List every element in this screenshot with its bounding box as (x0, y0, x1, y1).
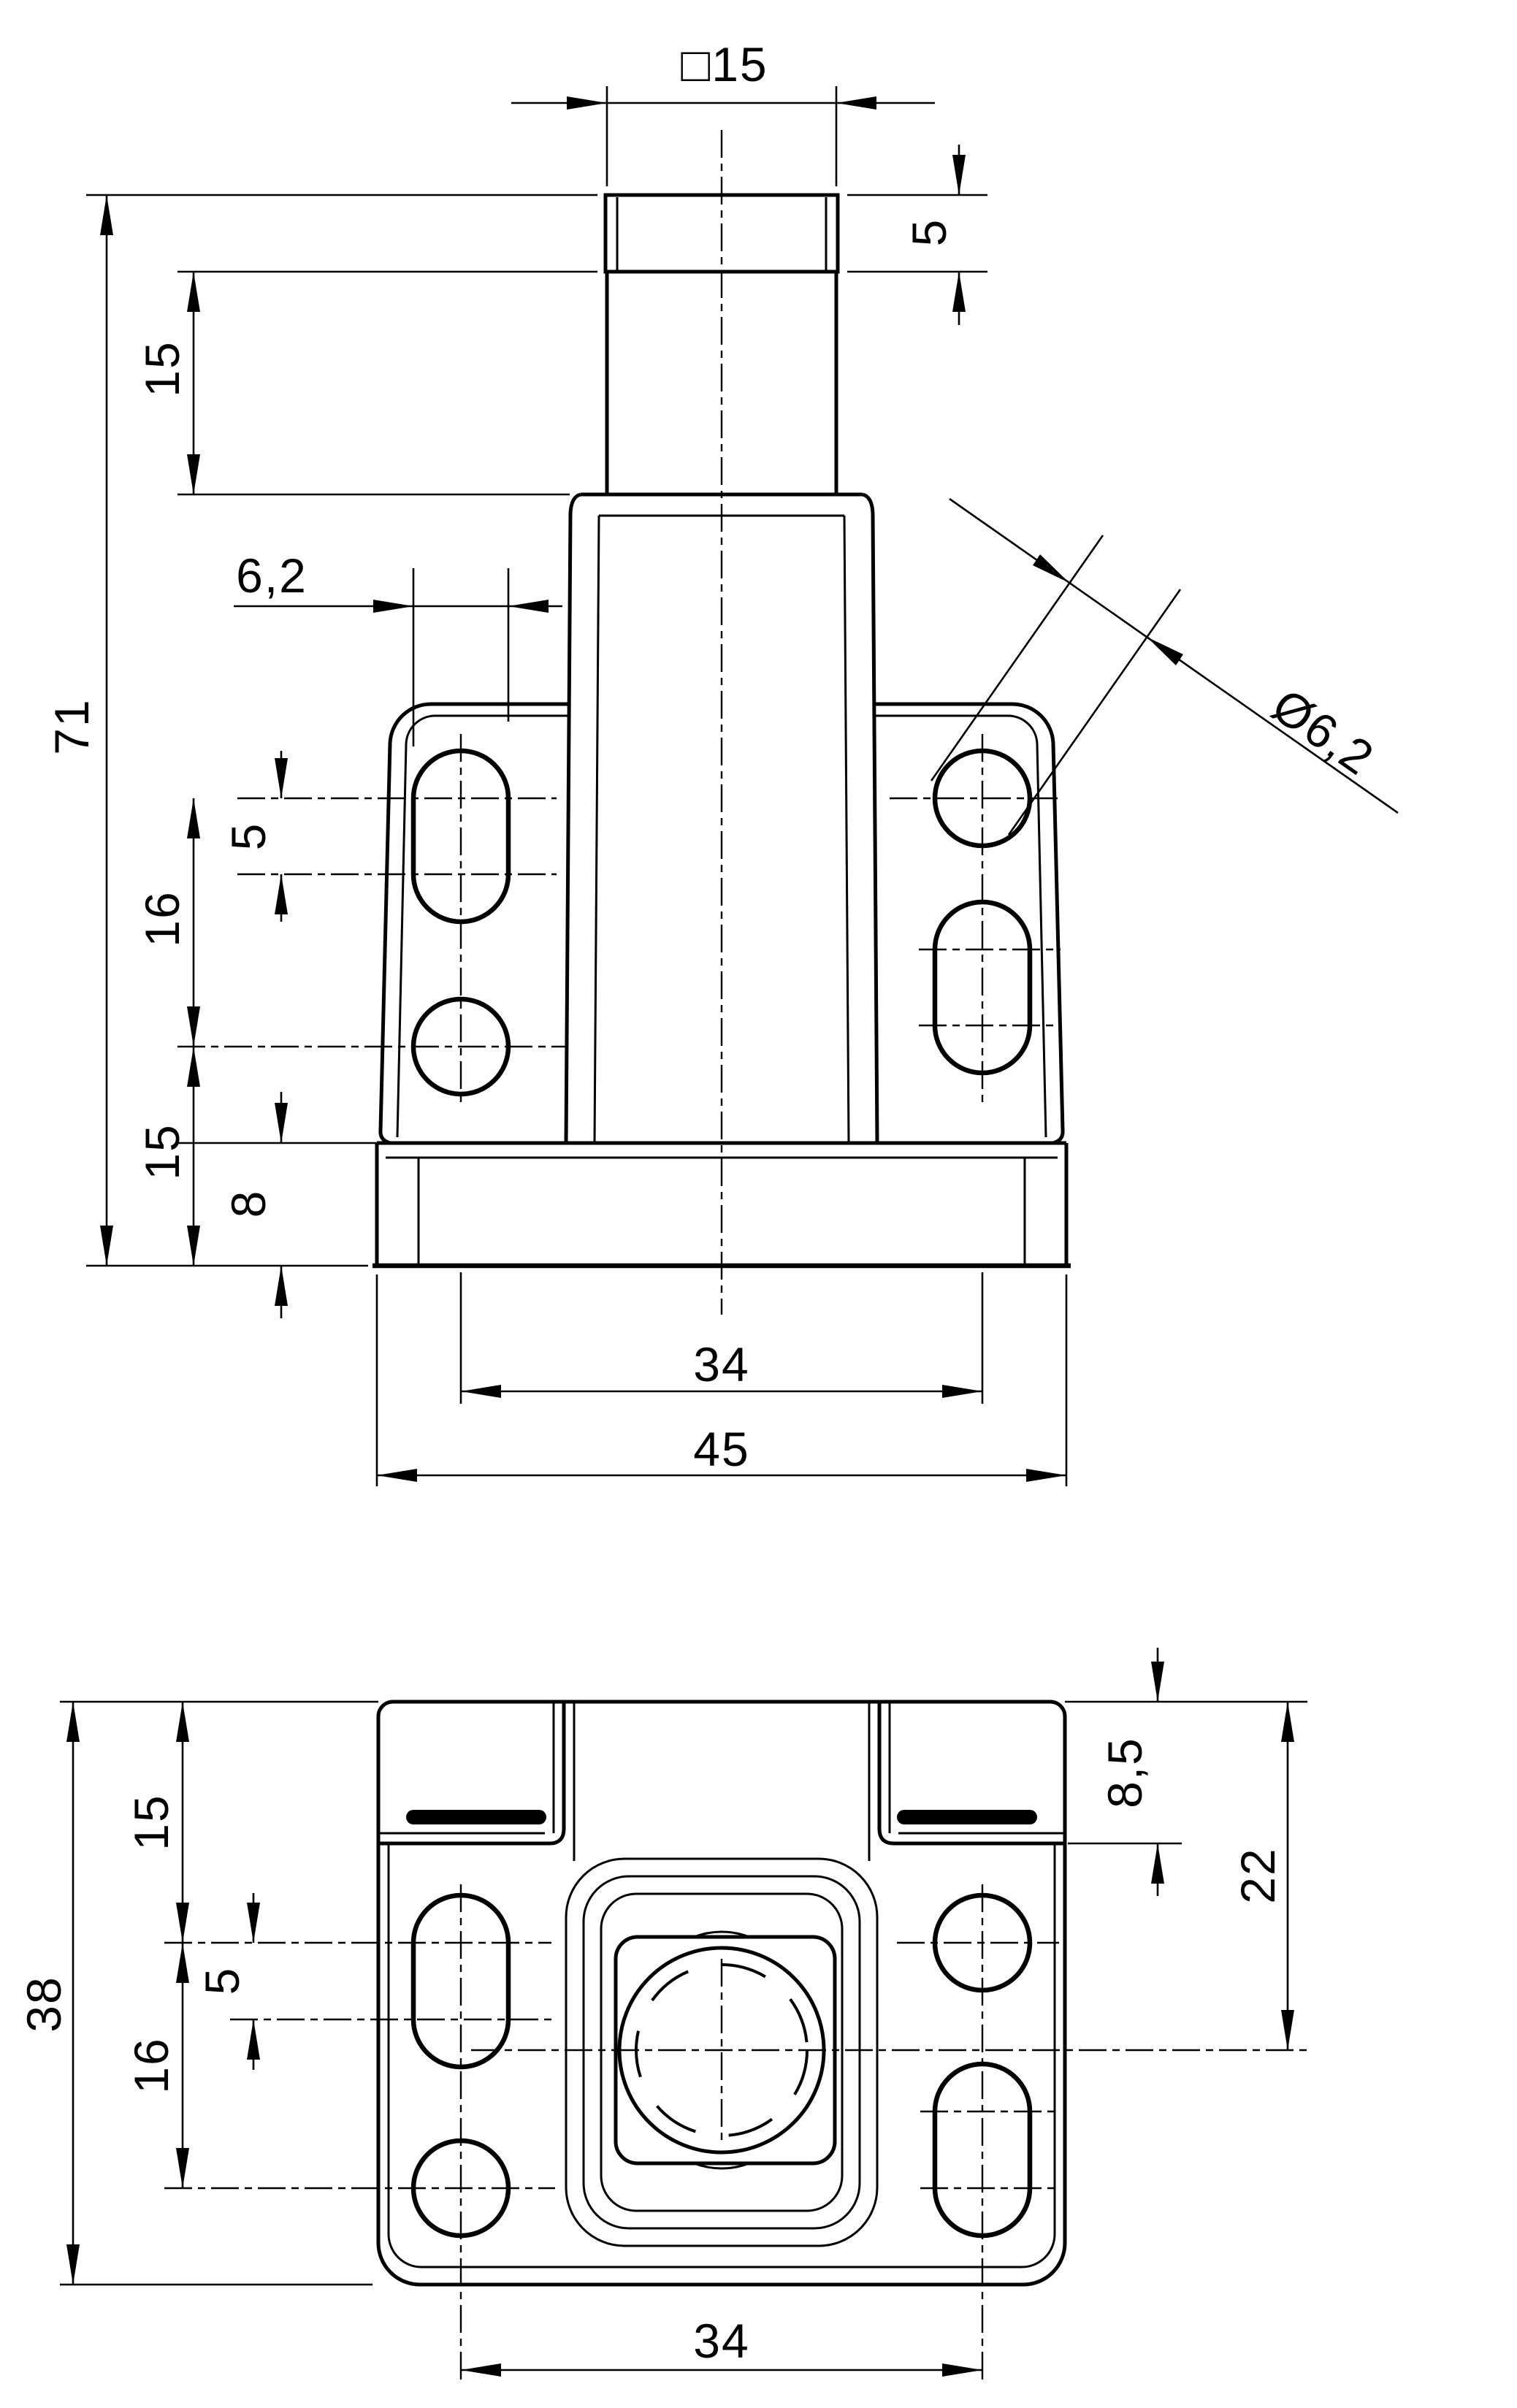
dim-label-flange-face: 8,5 (1098, 1737, 1152, 1808)
front-view (86, 86, 1399, 1486)
front-dimensions (86, 86, 1399, 1486)
flange-edge-left (406, 1810, 546, 1824)
dim-label-slot-width: 6,2 (236, 549, 307, 603)
top-slot-left (410, 1892, 511, 2070)
dim-label-cap-height: 5 (902, 218, 956, 247)
dim-label-base-height: 8 (221, 1189, 275, 1218)
dim-label-row-spacing: 16 (135, 890, 189, 947)
dim-label-base-depth: 38 (17, 1976, 71, 2033)
trunk-ring-inner (600, 1892, 844, 2212)
dim-label-slot-to-hole: 16 (124, 2037, 178, 2094)
dim-label-barrel-center: 22 (1231, 1847, 1285, 1904)
dim-label-slot-spacing-top: 5 (195, 1966, 249, 1995)
top-dimensions (60, 1648, 1307, 2377)
dim-label-pattern-width-top: 34 (693, 2314, 750, 2368)
front-centerlines (177, 130, 1061, 1315)
dim-label-hole-to-base: 15 (135, 1123, 189, 1180)
dim-label-slot-spacing: 5 (221, 822, 275, 851)
trunk-ring-mid (582, 1875, 861, 2230)
dim-label-neck-length: 15 (135, 340, 189, 397)
dim-label-pattern-width: 34 (693, 1337, 750, 1391)
dim-label-base-width: 45 (693, 1422, 750, 1476)
dim-label-top-square-width: □15 (681, 37, 768, 91)
trunk-ring-outer (565, 1857, 879, 2247)
dim-label-overall-height: 71 (45, 698, 99, 755)
dim-label-back-to-slot: 15 (124, 1794, 178, 1851)
top-centerlines (164, 1884, 1309, 2381)
flange-edge-right (897, 1810, 1037, 1824)
top-view (60, 1648, 1309, 2381)
